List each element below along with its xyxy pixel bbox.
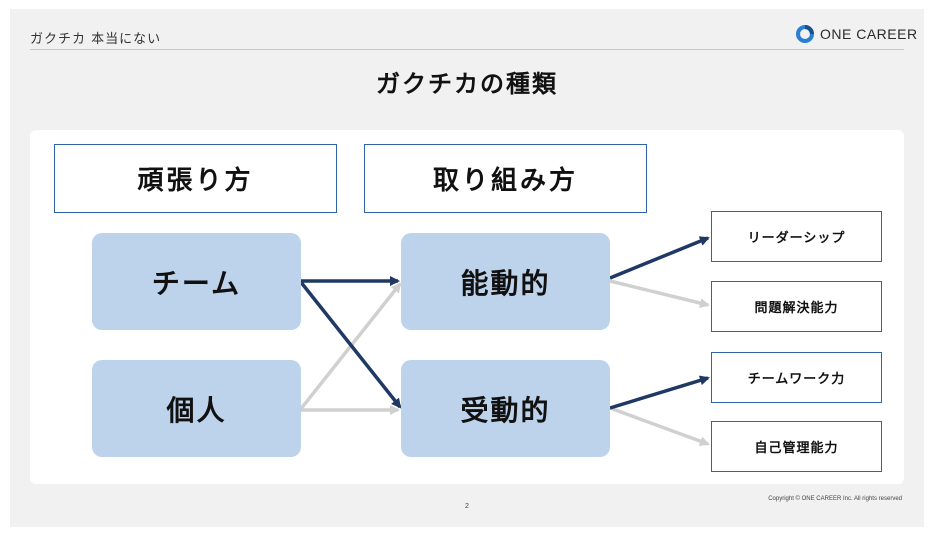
page-number: 2 [465,503,469,510]
arrow-active-to-problem-solving [609,279,710,308]
arrow-passive-to-self-management [609,406,710,446]
node-individual: 個人 [92,360,301,457]
arrow-active-to-leadership [609,236,710,280]
logo-text: ONE CAREER [820,26,918,42]
node-active: 能動的 [401,233,610,330]
node-team: チーム [92,233,301,330]
arrow-individual-to-active [298,282,402,412]
company-logo: ONE CAREER [796,24,918,44]
column-heading-approach: 取り組み方 [364,144,647,213]
skill-leadership: リーダーシップ [711,211,882,262]
section-label: ガクチカ 本当にない [30,32,162,47]
skill-problem-solving: 問題解決能力 [711,281,882,332]
column-heading-effort: 頑張り方 [54,144,337,213]
skill-self-management: 自己管理能力 [711,421,882,472]
header-divider [30,49,904,50]
copyright-notice: Copyright © ONE CAREER Inc. All rights r… [768,496,902,502]
slide-title: ガクチカの種類 [376,70,558,98]
arrow-team-to-passive [298,279,402,409]
logo-icon [796,25,814,43]
arrow-passive-to-teamwork [609,375,710,410]
skill-teamwork: チームワーク力 [711,352,882,403]
node-passive: 受動的 [401,360,610,457]
